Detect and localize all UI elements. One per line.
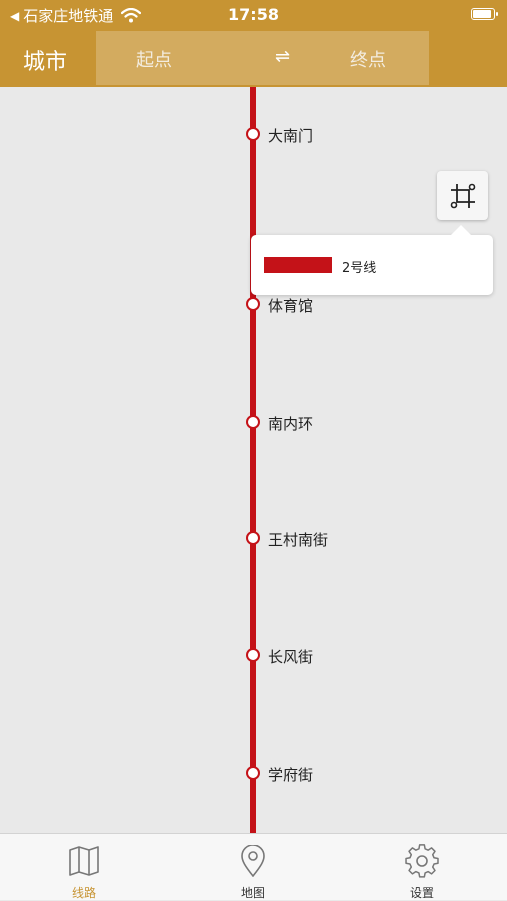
station-dot — [246, 648, 260, 662]
tab-map[interactable]: 地图 — [213, 844, 293, 901]
station-name: 体育馆 — [268, 297, 314, 315]
station-item[interactable]: 大南门 — [0, 125, 507, 145]
station-item[interactable]: 学府街 — [0, 764, 507, 784]
back-app-label: 石家庄地铁通 — [23, 7, 114, 25]
header: 城市 起点 ⇌ 终点 — [0, 30, 507, 87]
station-dot — [246, 531, 260, 545]
line-2-track[interactable] — [250, 87, 256, 833]
tab-label: 地图 — [240, 886, 265, 900]
station-name: 学府街 — [268, 766, 314, 784]
station-dot — [246, 127, 260, 141]
station-name: 长风街 — [268, 648, 314, 666]
tab-bar: 线路 地图 设置 — [0, 833, 507, 900]
battery-icon — [471, 8, 498, 20]
line-select-button[interactable] — [437, 171, 488, 220]
crop-icon — [450, 183, 475, 208]
status-time: 17:58 — [228, 5, 279, 24]
line-color-swatch — [264, 257, 332, 273]
end-station-field[interactable]: 终点 — [350, 50, 386, 71]
wifi-icon — [121, 8, 142, 23]
back-arrow-icon: ◀ — [10, 8, 20, 23]
location-pin-icon — [241, 845, 265, 877]
station-item[interactable]: 体育馆 — [0, 295, 507, 315]
station-dot — [246, 415, 260, 429]
status-bar: ◀ 石家庄地铁通 17:58 — [0, 0, 507, 30]
start-station-field[interactable]: 起点 — [136, 50, 172, 71]
station-dot — [246, 297, 260, 311]
swap-icon[interactable]: ⇌ — [275, 46, 291, 67]
line-map[interactable]: 大南门 体育馆 南内环 王村南街 长风街 学府街 2号线 — [0, 87, 507, 833]
route-selector: 起点 ⇌ 终点 — [96, 31, 429, 85]
station-item[interactable]: 南内环 — [0, 413, 507, 433]
line-legend-popup[interactable]: 2号线 — [251, 225, 493, 295]
tab-settings[interactable]: 设置 — [382, 844, 462, 901]
tab-label: 设置 — [409, 886, 434, 900]
station-item[interactable]: 王村南街 — [0, 529, 507, 549]
station-name: 南内环 — [268, 415, 314, 433]
line-name-label: 2号线 — [342, 261, 377, 276]
map-icon — [69, 846, 99, 876]
gear-icon — [405, 844, 439, 878]
tab-lines[interactable]: 线路 — [44, 844, 124, 901]
station-item[interactable]: 长风街 — [0, 646, 507, 666]
station-dot — [246, 766, 260, 780]
city-button[interactable]: 城市 — [23, 50, 68, 75]
station-name: 王村南街 — [268, 531, 329, 549]
tab-label: 线路 — [71, 886, 96, 900]
back-to-app[interactable]: ◀ 石家庄地铁通 — [10, 5, 142, 26]
station-name: 大南门 — [268, 127, 314, 145]
